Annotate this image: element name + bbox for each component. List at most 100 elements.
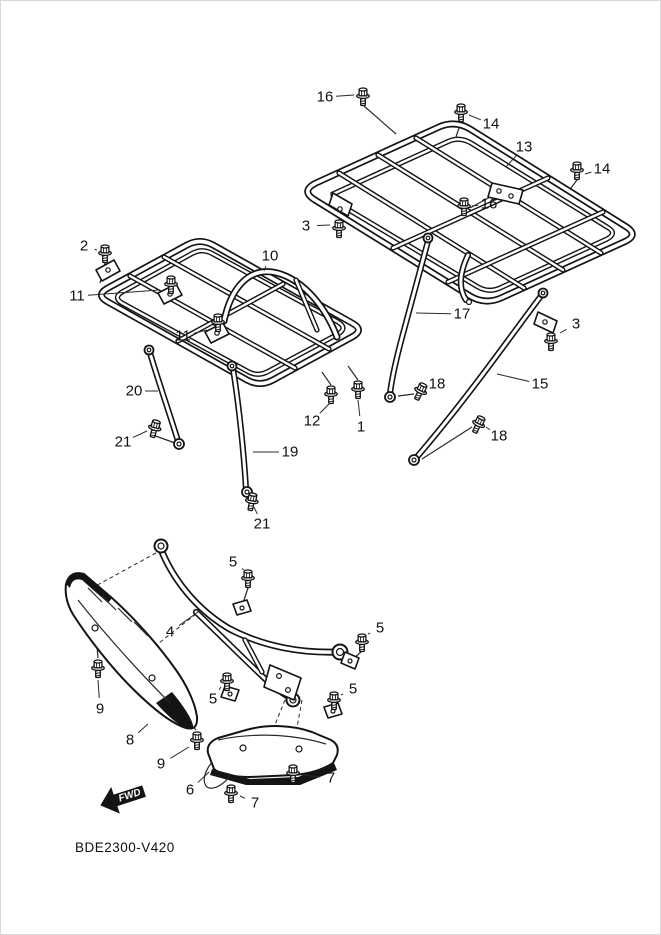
callout-leader (335, 94, 355, 97)
callout-leader (253, 506, 258, 515)
callout-label-12: 12 (304, 413, 321, 430)
callout-label-9: 9 (96, 701, 104, 718)
bumper-brackets (220, 599, 360, 719)
callout-label-11: 11 (175, 328, 191, 345)
callout-leader (319, 403, 330, 414)
callout-leader (94, 248, 98, 251)
callout-label-21: 21 (254, 516, 271, 533)
callout-leader (301, 774, 321, 778)
bolt-14-a-icon (454, 103, 468, 123)
bolt-5-a-icon (241, 569, 255, 589)
callout-label-5: 5 (229, 554, 237, 571)
bolt-21-a-icon (145, 417, 164, 440)
drawing-code: BDE2300-V420 (75, 840, 175, 855)
fwd-arrow-icon (100, 785, 146, 814)
bumper-center-plate (263, 664, 302, 701)
rear-stay-15 (408, 287, 549, 466)
callout-label-3: 3 (572, 316, 580, 333)
callout-leader (137, 723, 149, 734)
bolt-18-a-icon (410, 380, 431, 403)
callout-leader (193, 329, 208, 334)
callout-leader (357, 399, 361, 417)
callout-leader (485, 426, 491, 431)
callout-label-5: 5 (349, 681, 357, 698)
callout-label-11: 11 (69, 288, 85, 305)
callout-leader (468, 114, 482, 121)
screw-16-a-icon (356, 87, 370, 107)
guard-8-outline (64, 572, 199, 730)
callout-label-16: 16 (481, 196, 498, 213)
bolt-3-a-icon (332, 219, 346, 239)
guard-6 (203, 725, 339, 789)
callout-label-6: 6 (186, 782, 194, 799)
callout-leader (496, 373, 530, 382)
rear-rack-plate (487, 182, 524, 205)
callout-leader (87, 289, 160, 296)
guard-8 (64, 572, 199, 730)
callout-leader (505, 154, 518, 168)
callout-label-13: 13 (516, 139, 533, 156)
bolt-5-b-icon (355, 633, 369, 653)
guard-8-tip (156, 692, 194, 729)
bolt-18-b-icon (468, 413, 489, 436)
callout-label-7: 7 (251, 795, 259, 812)
callout-label-21: 21 (115, 434, 132, 451)
bolt-1-icon (351, 380, 365, 400)
fwd-marker: FWD (100, 785, 146, 814)
front-stay-19 (226, 360, 253, 498)
callout-leader (241, 568, 245, 571)
bolt-7-b-icon (224, 784, 238, 804)
callout-leader (471, 204, 479, 207)
rear-carrier-rack (304, 120, 636, 334)
guard-6-tail (203, 761, 230, 789)
callout-label-19: 19 (282, 444, 299, 461)
callout-leader (367, 632, 371, 635)
callout-label-8: 8 (126, 732, 134, 749)
callout-leader (263, 266, 267, 272)
callout-leader (415, 312, 452, 315)
callout-leader (559, 328, 567, 334)
guard-6-band (210, 763, 337, 785)
callout-label-4: 4 (166, 624, 174, 641)
callout-label-3: 3 (302, 218, 310, 235)
callout-label-17: 17 (454, 306, 471, 323)
callout-leader (132, 430, 148, 438)
callout-label-2: 2 (80, 238, 88, 255)
bolt-3-b-icon (544, 332, 558, 352)
callout-label-5: 5 (209, 691, 217, 708)
callout-label-18: 18 (491, 428, 508, 445)
callout-label-16: 16 (317, 89, 334, 106)
callout-leader (218, 686, 222, 691)
callout-leader (178, 611, 199, 627)
bolt-2-icon (98, 244, 112, 264)
bolt-14-b-icon (570, 161, 584, 181)
guard-8-edge (66, 573, 112, 603)
bolt-9-b-icon (190, 731, 204, 751)
callout-leader (340, 693, 344, 696)
callout-label-7: 7 (327, 770, 335, 787)
front-bumper-group (64, 538, 360, 789)
callout-label-15: 15 (532, 376, 549, 393)
front-stay-20 (143, 344, 185, 450)
carrier-handle-10 (220, 268, 341, 341)
bolt-12-icon (324, 385, 338, 405)
callout-leader (97, 679, 100, 699)
callout-label-20: 20 (126, 383, 143, 400)
callout-label-14: 14 (483, 116, 500, 133)
rear-rack-bracket (328, 192, 353, 217)
callout-leader (584, 171, 592, 175)
callout-label-1: 1 (357, 419, 365, 436)
callout-label-18: 18 (429, 376, 446, 393)
callout-label-9: 9 (157, 756, 165, 773)
callout-leader (239, 795, 246, 799)
bolt-9-a-icon (91, 659, 105, 679)
front-carrier-group (95, 238, 362, 498)
callout-label-14: 14 (594, 161, 611, 178)
callout-leader (316, 224, 331, 227)
callout-leader (197, 771, 210, 783)
rear-carrier-group (304, 120, 636, 466)
callout-label-5: 5 (376, 620, 384, 637)
